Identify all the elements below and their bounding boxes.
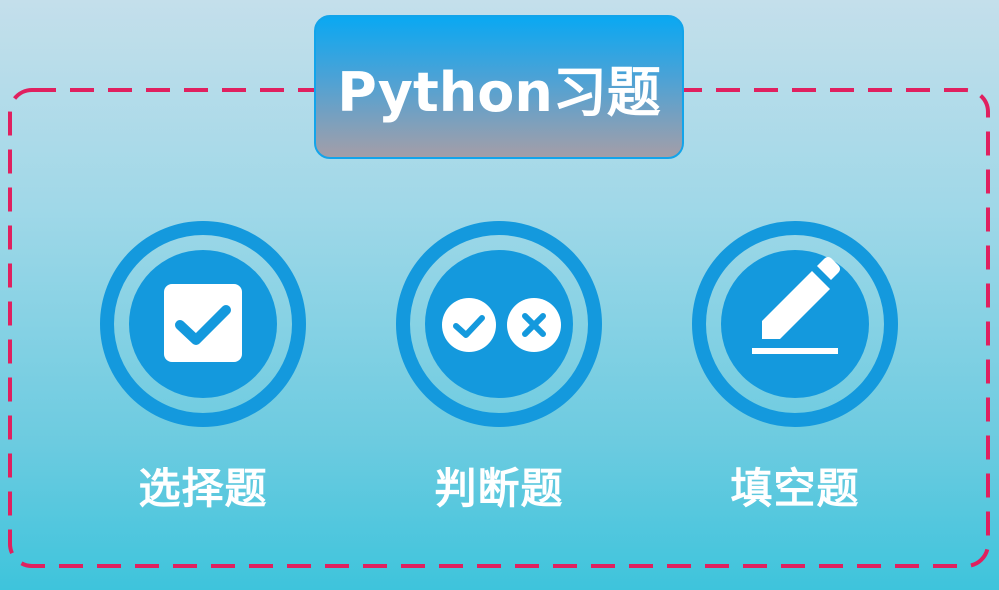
- pencil-icon: [692, 221, 898, 427]
- page-title: Python习题: [314, 15, 684, 159]
- option-label: 填空题: [730, 464, 860, 513]
- option-true-false[interactable]: 判断题: [396, 221, 602, 516]
- true-false-icon: [396, 221, 602, 427]
- checkbox-icon: [100, 221, 306, 427]
- option-label: 选择题: [138, 464, 268, 513]
- option-fill-blank[interactable]: 填空题: [692, 221, 898, 516]
- option-label: 判断题: [434, 464, 564, 513]
- option-multiple-choice[interactable]: 选择题: [100, 221, 306, 516]
